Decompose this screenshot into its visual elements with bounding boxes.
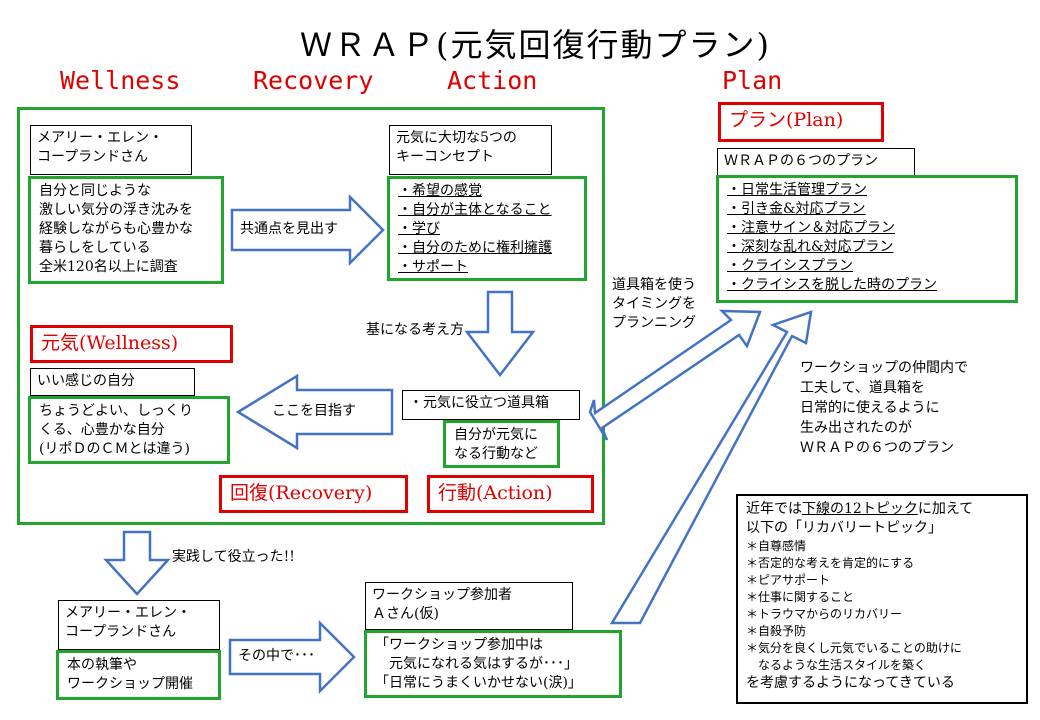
recovery-label: 回復(Recovery) bbox=[219, 475, 408, 513]
recent-topic-3: ＊ピアサポート bbox=[746, 573, 831, 587]
concepts-header-line-1: 元気に大切な5つの bbox=[396, 130, 517, 146]
wellness-desc-line-1: ちょうどよい、しっくり bbox=[39, 403, 193, 419]
label-basis: 基になる考え方 bbox=[366, 322, 464, 338]
concept-item-4: ・自分のために権利擁護 bbox=[398, 240, 552, 256]
arrow-diagonal-plans bbox=[609, 310, 813, 625]
mary-bottom-name-line-1: メアリー・エレン・ bbox=[65, 605, 191, 621]
survey-line-2: 激しい気分の浮き沈みを bbox=[39, 202, 193, 218]
participant-quote-line-2: 元気になれる気はするが･･･」 bbox=[375, 656, 578, 672]
recent-topics-box: 近年では下線の12トピックに加えて 以下の「リカバリートピック」 ＊自尊感情 ＊… bbox=[736, 494, 1028, 704]
plan-item-3: ・注意サイン＆対応プラン bbox=[727, 220, 895, 236]
participant-header-line-2: Ａさん(仮) bbox=[372, 606, 439, 622]
plan-item-4: ・深刻な乱れ&対応プラン bbox=[727, 239, 894, 255]
recent-topic-4: ＊仕事に関すること bbox=[746, 590, 855, 604]
plan-label: プラン(Plan) bbox=[718, 102, 884, 142]
plan-item-2: ・引き金&対応プラン bbox=[727, 201, 866, 217]
page-title: ＷＲＡＰ(元気回復行動プラン) bbox=[300, 26, 771, 64]
survey-line-1: 自分と同じような bbox=[39, 183, 151, 199]
participant-header-box: ワークショップ参加者 Ａさん(仮) bbox=[365, 582, 573, 630]
timing-note-line-1: 道具箱を使う bbox=[612, 277, 696, 293]
workshop-note-line-2: 工夫して、道具箱を bbox=[800, 380, 925, 396]
arrow-right-among bbox=[228, 619, 356, 695]
participant-quote-line-3: 「日常にうまくいかせない(涙)」 bbox=[375, 675, 582, 691]
label-practice: 実践して役立った!! bbox=[172, 549, 295, 565]
plans-list-box: ・日常生活管理プラン ・引き金&対応プラン ・注意サイン＆対応プラン ・深刻な乱… bbox=[716, 175, 1018, 303]
recent-intro-pre: 近年では bbox=[746, 501, 802, 517]
wellness-header-box: いい感じの自分 bbox=[30, 368, 195, 396]
workshop-note-line-1: ワークショップの仲間内で bbox=[800, 360, 968, 376]
wellness-desc-box: ちょうどよい、しっくり くる、心豊かな自分 (リポＤのＣＭとは違う) bbox=[28, 396, 230, 464]
header-action: Action bbox=[447, 66, 538, 95]
participant-header-line-1: ワークショップ参加者 bbox=[372, 587, 512, 603]
label-among: その中で･･･ bbox=[238, 648, 315, 664]
arrow-left-aim bbox=[235, 373, 394, 451]
wellness-desc-line-3: (リポＤのＣＭとは違う) bbox=[39, 441, 190, 457]
mary-bottom-name-line-2: コープランドさん bbox=[65, 624, 177, 640]
toolbox-desc-box: 自分が元気に なる行動など bbox=[443, 420, 560, 468]
arrow-down-basis bbox=[464, 290, 536, 378]
arrow-double-timing bbox=[588, 309, 762, 441]
timing-note-line-2: タイミングを bbox=[612, 296, 696, 312]
participant-quote-box: 「ワークショップ参加中は 元気になれる気はするが･･･」 「日常にうまくいかせな… bbox=[364, 630, 622, 698]
recent-intro-2: 以下の「リカバリートピック」 bbox=[746, 520, 942, 536]
survey-box: 自分と同じような 激しい気分の浮き沈みを 経験しながらも心豊かな 暮らしをしてい… bbox=[28, 176, 224, 284]
timing-note-line-3: プランニング bbox=[612, 315, 696, 331]
concepts-list-box: ・希望の感覚 ・自分が主体となること ・学び ・自分のために権利擁護 ・サポート bbox=[387, 176, 587, 281]
mary-name-line-1: メアリー・エレン・ bbox=[37, 130, 163, 146]
survey-line-4: 暮らしをしている bbox=[39, 240, 151, 256]
plan-item-6: ・クライシスを脱した時のプラン bbox=[727, 277, 937, 293]
mary-name-box: メアリー・エレン・ コープランドさん bbox=[30, 125, 192, 175]
workshop-note: ワークショップの仲間内で 工夫して、道具箱を 日常的に使えるように 生み出された… bbox=[800, 358, 968, 458]
recent-topic-list: ＊自尊感情 ＊否定的な考えを肯定的にする ＊ピアサポート ＊仕事に関すること ＊… bbox=[746, 538, 1018, 674]
wellness-desc-line-2: くる、心豊かな自分 bbox=[39, 422, 165, 438]
concepts-header-line-2: キーコンセプト bbox=[396, 149, 494, 165]
concept-item-1: ・希望の感覚 bbox=[398, 183, 482, 199]
toolbox-desc-line-1: 自分が元気に bbox=[454, 427, 538, 443]
survey-line-3: 経験しながらも心豊かな bbox=[39, 221, 193, 237]
concept-item-5: ・サポート bbox=[398, 259, 468, 275]
label-aim: ここを目指す bbox=[272, 403, 356, 419]
recent-topic-6: ＊自殺予防 bbox=[746, 624, 807, 638]
workshop-note-line-3: 日常的に使えるように bbox=[800, 400, 940, 416]
toolbox-desc-line-2: なる行動など bbox=[454, 446, 538, 462]
plan-item-5: ・クライシスプラン bbox=[727, 258, 853, 274]
concept-item-3: ・学び bbox=[398, 221, 440, 237]
concept-item-2: ・自分が主体となること bbox=[398, 202, 552, 218]
mary-bottom-name-box: メアリー・エレン・ コープランドさん bbox=[58, 600, 220, 650]
wrap-main-frame bbox=[17, 107, 605, 525]
mary-bottom-desc-line-2: ワークショップ開催 bbox=[67, 676, 193, 692]
recent-intro-post: に加えて bbox=[917, 501, 974, 517]
participant-quote-line-1: 「ワークショップ参加中は bbox=[375, 637, 543, 653]
recent-topic-7: ＊気分を良くし元気でいることの助けに bbox=[746, 641, 962, 655]
recent-topic-8: なるような生活スタイルを築く bbox=[746, 658, 927, 672]
mary-bottom-desc-line-1: 本の執筆や bbox=[67, 657, 137, 673]
workshop-note-line-4: 生み出されたのが bbox=[800, 420, 912, 436]
label-common: 共通点を見出す bbox=[240, 221, 338, 237]
action-label: 行動(Action) bbox=[427, 475, 594, 513]
mary-name-line-2: コープランドさん bbox=[37, 149, 149, 165]
arrow-right-common bbox=[230, 193, 385, 267]
mary-bottom-desc-box: 本の執筆や ワークショップ開催 bbox=[56, 650, 221, 700]
plan-item-1: ・日常生活管理プラン bbox=[727, 182, 867, 198]
header-wellness: Wellness bbox=[60, 66, 181, 95]
header-recovery: Recovery bbox=[253, 66, 374, 95]
survey-line-5: 全米120名以上に調査 bbox=[39, 259, 178, 275]
recent-intro: 近年では下線の12トピックに加えて bbox=[746, 500, 1018, 519]
recent-outro: を考慮するようになってきている bbox=[746, 675, 955, 691]
toolbox-label-box: ・元気に役立つ道具箱 bbox=[402, 390, 580, 420]
concepts-header-box: 元気に大切な5つの キーコンセプト bbox=[389, 125, 552, 175]
arrow-down-practice bbox=[103, 530, 171, 596]
wellness-label: 元気(Wellness) bbox=[30, 325, 233, 363]
workshop-note-line-5: ＷＲＡＰの６つのプラン bbox=[800, 440, 954, 456]
recent-topic-1: ＊自尊感情 bbox=[746, 539, 807, 553]
recent-topic-2: ＊否定的な考えを肯定的にする bbox=[746, 556, 915, 570]
header-plan: Plan bbox=[722, 66, 783, 95]
timing-note: 道具箱を使う タイミングを プランニング bbox=[612, 276, 696, 333]
recent-intro-underlined: 下線の12トピック bbox=[802, 501, 918, 517]
recent-topic-5: ＊トラウマからのリカバリー bbox=[746, 607, 903, 621]
plans-header-box: ＷＲＡＰの６つのプラン bbox=[717, 148, 915, 176]
